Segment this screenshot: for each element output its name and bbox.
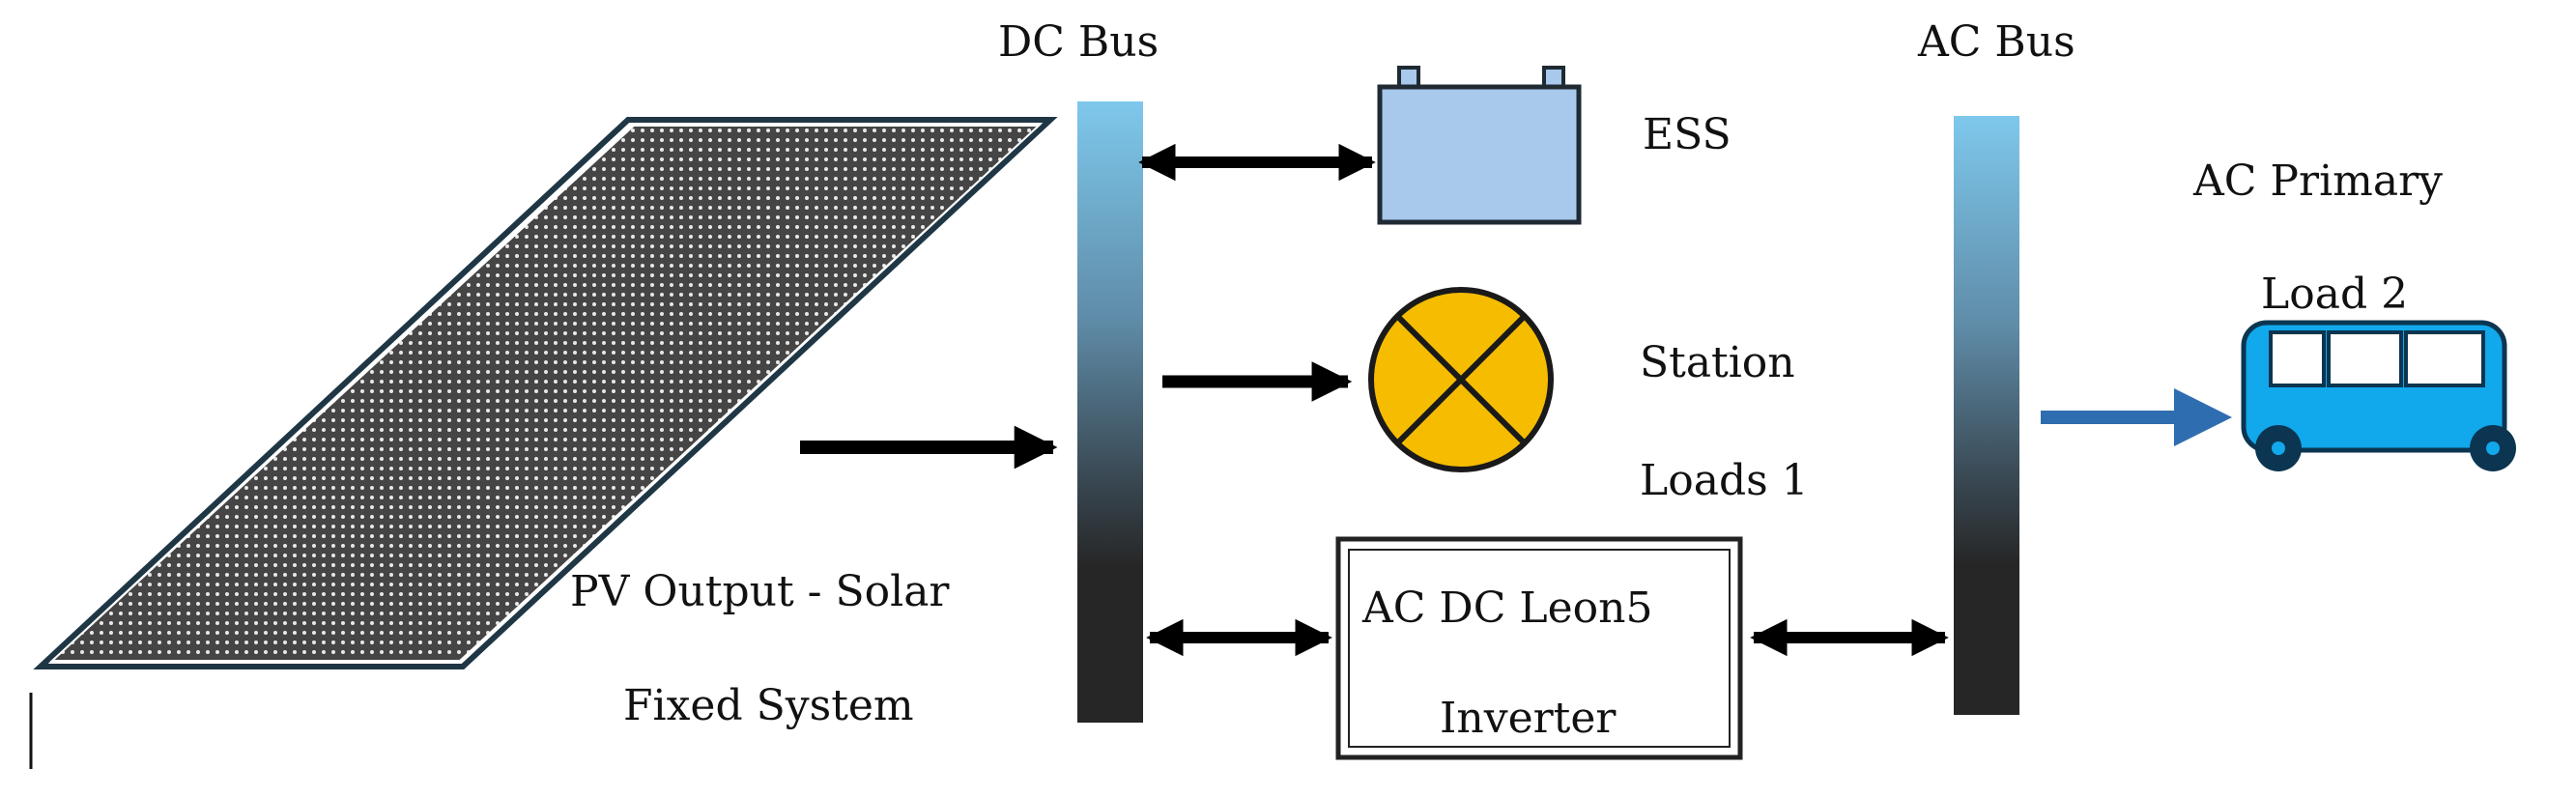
load2-label: Load 2: [2261, 270, 2409, 319]
loads1-label: Loads 1: [1640, 456, 1809, 505]
bus-vehicle-icon: [2241, 320, 2516, 471]
dc-bus-bar: [1077, 101, 1143, 723]
ac-primary-label: AC Primary: [2193, 157, 2443, 206]
battery-icon: [1377, 66, 1582, 225]
ess-label: ESS: [1643, 110, 1732, 159]
inverter-label-line1: AC DC Leon5: [1362, 584, 1653, 633]
ac-bus-bar: [1954, 116, 2019, 715]
ac-load-arrow: [2041, 388, 2232, 446]
inverter-box: [1335, 536, 1743, 760]
solar-panel-icon: [33, 117, 1058, 669]
lamp-icon: [1368, 287, 1554, 472]
inverter-label-line2: Inverter: [1440, 694, 1617, 743]
dc-bus-label: DC Bus: [998, 17, 1159, 67]
ac-bus-label: AC Bus: [1918, 17, 2075, 67]
pv-label-line2: Fixed System: [623, 681, 914, 730]
station-label: Station: [1640, 338, 1795, 387]
pv-label-line1: PV Output - Solar: [570, 567, 950, 616]
